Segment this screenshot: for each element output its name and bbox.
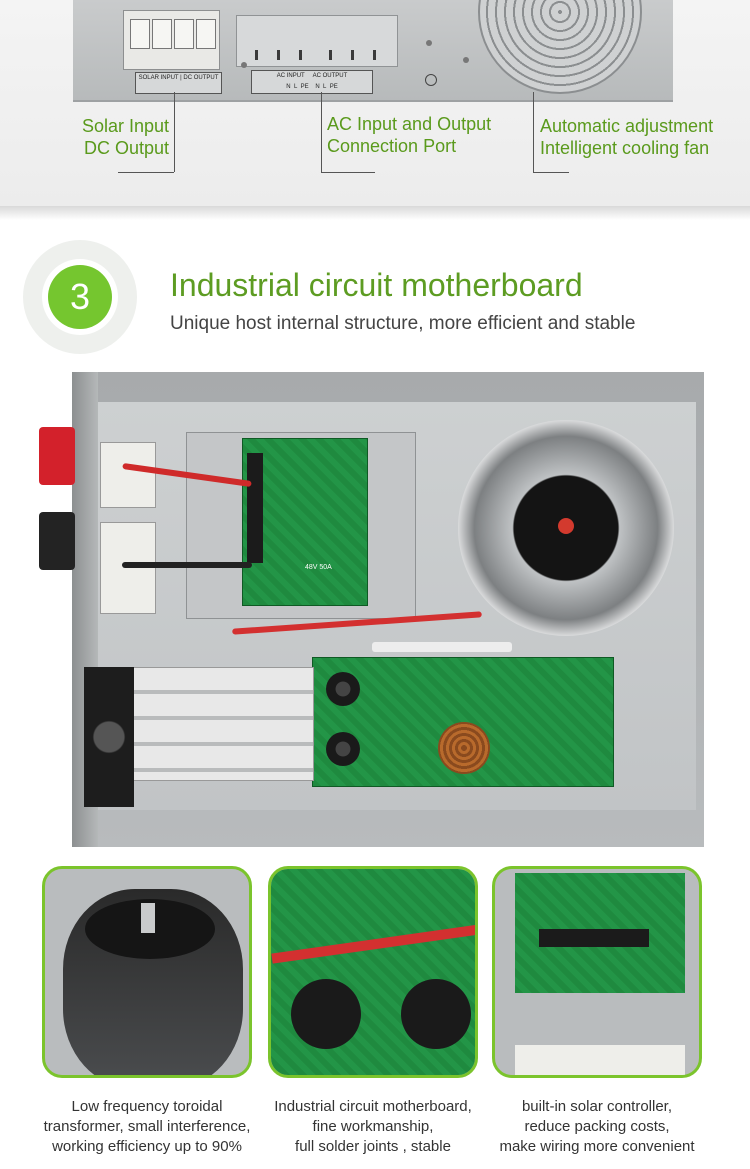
- screw-icon: [463, 57, 469, 63]
- callout-line: [118, 172, 174, 173]
- detail-photo-motherboard: [268, 866, 478, 1078]
- caption-line: built-in solar controller,: [521, 1098, 673, 1115]
- pin-label: L: [323, 84, 327, 90]
- callout-line: [533, 92, 534, 172]
- terminal-screw: [174, 19, 194, 49]
- callout-line: [321, 92, 322, 172]
- screw-icon: [241, 62, 247, 68]
- solar-port-label: SOLAR INPUT | DC OUTPUT: [135, 72, 222, 94]
- ac-slot: [277, 50, 280, 60]
- transformer-bolt: [141, 903, 155, 933]
- caption-line: Industrial circuit motherboard,: [274, 1098, 472, 1115]
- fan-callout: Automatic adjustment Intelligent cooling…: [540, 115, 713, 159]
- pin-label: N: [286, 84, 291, 90]
- ground-symbol-icon: [425, 74, 437, 86]
- callout-line-2: Connection Port: [327, 136, 457, 156]
- pin-label: PE: [329, 84, 338, 90]
- section-divider: [0, 206, 750, 220]
- ac-input-label: AC INPUT: [276, 73, 305, 79]
- inverter-internal-photo: 48V 50A: [39, 372, 704, 847]
- internal-fan: [84, 667, 134, 807]
- wire-black: [122, 562, 252, 568]
- callout-line: [321, 172, 375, 173]
- inductor-coil: [438, 722, 490, 774]
- pin-label: PE: [300, 84, 309, 90]
- inverter-housing: SOLAR INPUT | DC OUTPUT AC INPUT AC OUTP…: [73, 0, 673, 102]
- caption-line: transformer, small interference,: [43, 1118, 251, 1135]
- callout-line: [533, 172, 569, 173]
- capacitor: [326, 672, 360, 706]
- ac-output-label: AC OUTPUT: [312, 73, 348, 79]
- caption-line: full solder joints , stable: [295, 1138, 451, 1155]
- pin-label: L: [293, 84, 298, 90]
- terminal-screw: [152, 19, 172, 49]
- ac-connection-plate: [236, 15, 398, 67]
- section-title: Industrial circuit motherboard: [170, 267, 583, 303]
- terminal-screw: [130, 19, 150, 49]
- screw-icon: [426, 40, 432, 46]
- capacitor: [326, 732, 360, 766]
- black-breaker: [39, 512, 75, 570]
- callout-line-1: Automatic adjustment: [540, 116, 714, 136]
- capacitor: [291, 979, 361, 1049]
- pin-label: N: [315, 84, 320, 90]
- red-breaker: [39, 427, 75, 485]
- ac-port-label: AC INPUT AC OUTPUT N L PE N L PE: [251, 70, 373, 94]
- inverter-front-panel-photo: SOLAR INPUT | DC OUTPUT AC INPUT AC OUTP…: [0, 0, 750, 210]
- aluminum-heatsink: [132, 667, 314, 781]
- callout-line-1: AC Input and Output: [327, 114, 492, 134]
- detail-photo-transformer: [42, 866, 252, 1078]
- caption-line: make wiring more convenient: [499, 1138, 695, 1155]
- solar-input-label: SOLAR INPUT: [138, 75, 179, 81]
- detail-caption-transformer: Low frequency toroidal transformer, smal…: [27, 1097, 267, 1157]
- capacitor: [401, 979, 471, 1049]
- wire-white: [372, 642, 512, 652]
- dc-output-label: DC OUTPUT: [183, 75, 219, 81]
- terminal-row: [539, 929, 649, 947]
- solar-controller-pcb: 48V 50A: [242, 438, 368, 606]
- detail-caption-solar-controller: built-in solar controller, reduce packin…: [477, 1097, 717, 1157]
- cooling-fan-grill: [478, 0, 642, 94]
- callout-line-2: Intelligent cooling fan: [540, 138, 710, 158]
- caption-line: working efficiency up to 90%: [52, 1138, 242, 1155]
- ac-slot: [299, 50, 302, 60]
- transformer-bolt: [558, 518, 574, 534]
- callout-line-1: Solar Input: [81, 116, 169, 136]
- terminal-strip: [100, 522, 156, 614]
- ac-slot: [329, 50, 332, 60]
- terminal-strip: [100, 442, 156, 508]
- caption-line: fine workmanship,: [312, 1118, 434, 1135]
- solar-callout: Solar Input DC Output: [72, 115, 169, 159]
- terminal-screw: [196, 19, 216, 49]
- terminal-strip: [515, 1045, 685, 1075]
- section-subtitle: Unique host internal structure, more eff…: [170, 313, 636, 334]
- solar-terminal-block: [123, 10, 220, 70]
- ac-callout: AC Input and Output Connection Port: [327, 113, 491, 157]
- ac-slot: [373, 50, 376, 60]
- caption-line: Low frequency toroidal: [71, 1098, 223, 1115]
- terminal-row: [247, 453, 263, 563]
- ac-slot: [351, 50, 354, 60]
- board-rating-label: 48V 50A: [305, 564, 332, 571]
- ac-slot: [255, 50, 258, 60]
- detail-caption-motherboard: Industrial circuit motherboard, fine wor…: [253, 1097, 493, 1157]
- section-number-badge: 3: [48, 265, 112, 329]
- detail-photo-solar-controller: [492, 866, 702, 1078]
- callout-line-2: DC Output: [83, 138, 169, 158]
- callout-line: [174, 92, 175, 172]
- caption-line: reduce packing costs,: [524, 1118, 670, 1135]
